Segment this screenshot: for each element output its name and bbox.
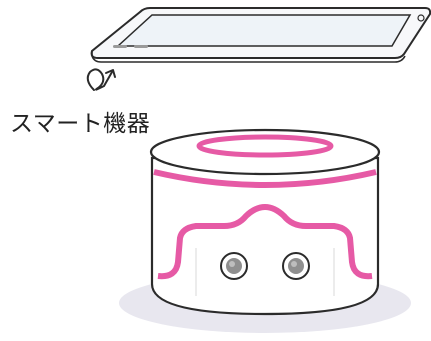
smart-device-label: スマート機器 [10,111,151,137]
wireless-signal-icon [86,68,116,91]
smartphone-icon [90,7,431,63]
sensor-eye-left [220,252,248,280]
sensor-eye-right [282,252,310,280]
robot-device-icon [149,128,381,316]
